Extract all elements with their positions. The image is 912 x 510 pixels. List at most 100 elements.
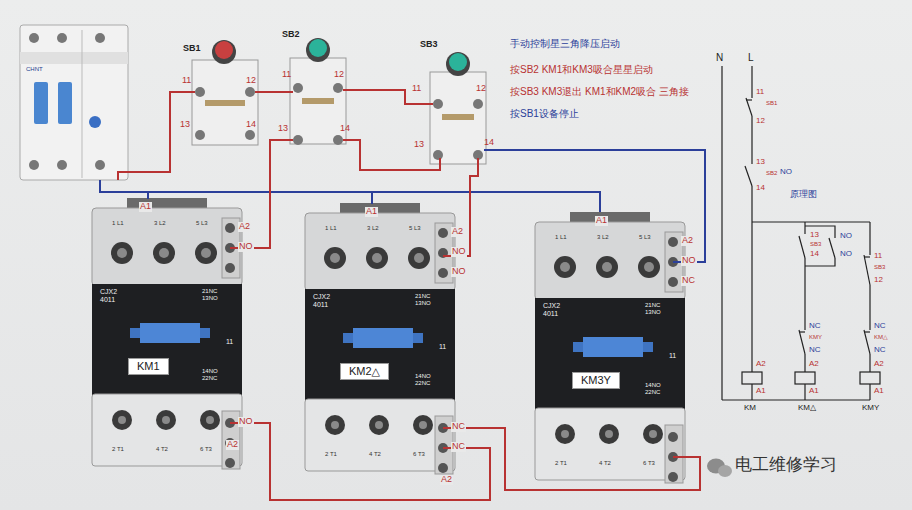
label-text: 4 T2: [156, 446, 168, 453]
label-text: A2: [440, 475, 453, 485]
label-text: NO: [238, 242, 254, 252]
push-button-sb3: [430, 52, 486, 164]
label-text: SB1: [766, 100, 777, 107]
label-text: 1 L1: [555, 234, 567, 241]
name-plate: KM1: [128, 358, 169, 375]
label-text: NO: [840, 250, 852, 259]
label-text: 1 L1: [325, 225, 337, 232]
label-text: 电工维修学习: [735, 456, 837, 475]
label-text: 12: [874, 276, 883, 285]
label-text: 14: [756, 184, 765, 193]
label-text: 5 L3: [196, 220, 208, 227]
label-text: 11: [874, 252, 882, 261]
label-text: CJX2 4011: [543, 302, 567, 317]
label-text: 3 L2: [154, 220, 166, 227]
push-button-sb1: [192, 40, 258, 145]
label-text: A2: [226, 440, 239, 450]
label-text: 按SB3 KM3退出 KM1和KM2吸合 三角接: [510, 86, 689, 97]
label-text: N: [716, 52, 723, 63]
label-text: NO: [780, 168, 792, 177]
label-text: A2: [681, 236, 694, 246]
label-text: NO: [238, 417, 254, 427]
name-plate: KM3Y: [572, 372, 620, 389]
label-text: 12: [476, 84, 486, 94]
label-text: NC: [809, 346, 821, 355]
label-text: 11: [669, 352, 676, 360]
label-text: A1: [595, 216, 608, 226]
label-text: 13: [414, 140, 424, 150]
label-text: A2: [451, 227, 464, 237]
label-text: 13: [810, 231, 819, 240]
label-text: 14: [246, 120, 256, 130]
label-text: 6 T3: [413, 451, 425, 458]
label-text: NC: [874, 346, 886, 355]
label-text: 5 L3: [639, 234, 651, 241]
label-text: 4 T2: [369, 451, 381, 458]
blue-wires: [100, 150, 705, 262]
label-text: 21NC 13NO: [415, 293, 435, 306]
label-text: A2: [809, 360, 819, 369]
label-text: A2: [238, 222, 251, 232]
label-text: A1: [756, 387, 766, 396]
label-text: 2 T1: [325, 451, 337, 458]
label-text: 3 L2: [597, 234, 609, 241]
label-text: 11: [182, 76, 191, 86]
label-text: 手动控制星三角降压启动: [510, 38, 620, 49]
label-text: 4 T2: [599, 460, 611, 467]
label-text: SB3: [420, 40, 438, 50]
watermark-icon: [707, 459, 732, 478]
label-text: KM: [744, 404, 756, 413]
label-text: CJX2 4011: [100, 288, 124, 303]
label-text: 2 T1: [555, 460, 567, 467]
label-text: A1: [809, 387, 819, 396]
label-text: CJX2 4011: [313, 293, 337, 308]
label-text: 3 L2: [367, 225, 379, 232]
label-text: 14: [484, 138, 494, 148]
label-text: 21NC 13NO: [202, 288, 222, 301]
plate-text: KM3Y: [581, 374, 611, 387]
label-text: 14: [340, 124, 350, 134]
label-text: 按SB1设备停止: [510, 108, 579, 119]
label-text: CHNT: [26, 66, 43, 73]
label-text: 按SB2 KM1和KM3吸合星星启动: [510, 64, 653, 75]
label-text: L: [748, 52, 754, 63]
label-text: 11: [412, 84, 421, 94]
label-text: 14NO 22NC: [645, 382, 665, 395]
label-text: NO: [840, 232, 852, 241]
name-plate: KM2△: [340, 363, 389, 380]
label-text: 21NC 13NO: [645, 302, 665, 315]
label-text: 原理图: [790, 190, 817, 200]
contactor-km2: [305, 203, 455, 474]
label-text: A1: [874, 387, 884, 396]
label-text: 2 T1: [112, 446, 124, 453]
contactor-km1: [92, 198, 242, 469]
label-text: SB2: [766, 170, 777, 177]
label-text: 12: [756, 117, 765, 126]
label-text: 6 T3: [200, 446, 212, 453]
label-text: KM△: [874, 334, 888, 341]
label-text: SB1: [183, 44, 201, 54]
label-text: 14NO 22NC: [202, 368, 222, 381]
label-text: A2: [756, 360, 766, 369]
label-text: SB2: [282, 30, 300, 40]
label-text: 12: [334, 70, 344, 80]
label-text: NO: [451, 247, 467, 257]
label-text: 11: [756, 88, 764, 97]
label-text: 5 L3: [409, 225, 421, 232]
push-button-sb2: [290, 38, 346, 145]
label-text: 11: [282, 70, 291, 80]
label-text: NC: [451, 442, 466, 452]
label-text: NO: [451, 267, 467, 277]
label-text: SB3: [810, 241, 821, 248]
label-text: A1: [139, 202, 152, 212]
label-text: NC: [681, 276, 696, 286]
red-wires: [118, 90, 700, 500]
label-text: NC: [874, 322, 886, 331]
label-text: KM△: [798, 404, 816, 413]
schematic-lines: [722, 66, 880, 400]
plate-text: KM1: [137, 360, 160, 373]
label-text: KMY: [809, 334, 822, 341]
label-text: A2: [874, 360, 884, 369]
label-text: 6 T3: [643, 460, 655, 467]
